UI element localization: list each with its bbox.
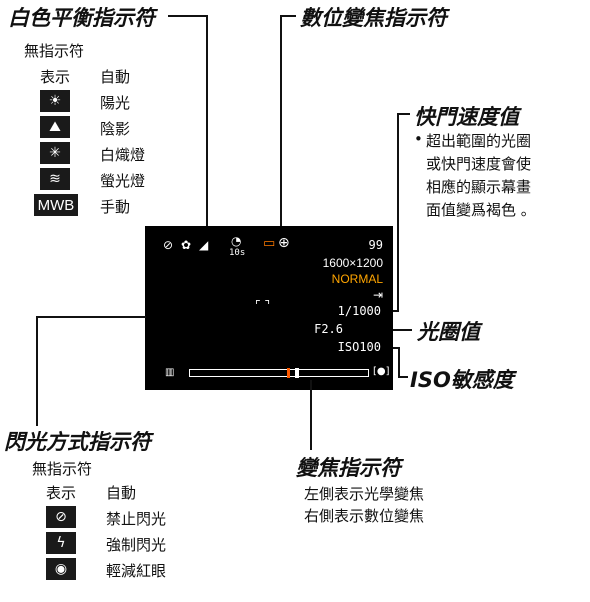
shutter-speed-heading: 快門速度值 bbox=[414, 105, 519, 129]
wb-tungsten-label: 白熾燈 bbox=[100, 146, 146, 164]
dz-leader-h bbox=[280, 15, 296, 17]
wb-daylight-label: 陽光 bbox=[100, 94, 131, 112]
aperture-value: F2.6 bbox=[314, 322, 343, 336]
shutter-note-line-2: 或快門速度會使 bbox=[426, 155, 532, 173]
tungsten-bulb-icon: ✳ bbox=[40, 142, 70, 164]
wide-icon: ▥ bbox=[165, 367, 175, 378]
wb-leader-h bbox=[168, 15, 207, 17]
red-eye-icon: ◉ bbox=[46, 558, 76, 580]
memory-icon: ▭ bbox=[263, 236, 276, 251]
iso-heading: ISO敏感度 bbox=[410, 368, 514, 392]
zoom-indicator-heading: 變焦指示符 bbox=[296, 456, 401, 480]
flash-on-icon: ϟ bbox=[46, 532, 76, 554]
flash-on-label: 強制閃光 bbox=[106, 536, 167, 554]
flash-leader-h bbox=[36, 316, 146, 318]
shutter-note-line-3: 相應的顯示幕畫 bbox=[426, 178, 532, 196]
date-stamp-icon: ⇥ bbox=[372, 288, 383, 302]
wb-manual-label: 手動 bbox=[100, 198, 131, 216]
flash-off-label: 禁止閃光 bbox=[106, 510, 167, 528]
shots-remaining: 99 bbox=[368, 238, 383, 252]
shade-icon: ⛰ bbox=[40, 116, 70, 138]
flash-auto-label: 自動 bbox=[106, 484, 137, 502]
wb-shade-label: 陰影 bbox=[100, 120, 131, 138]
fluorescent-icon: ≋ bbox=[40, 168, 70, 190]
focus-frame-icon: ⌜ ⌝ bbox=[255, 298, 271, 312]
aperture-leader bbox=[376, 329, 412, 331]
zoom-bar bbox=[189, 369, 369, 377]
self-timer-icon: ◔ bbox=[231, 234, 242, 248]
flash-display-label: 表示 bbox=[46, 484, 77, 502]
digital-zoom-icon: ⊕ bbox=[278, 235, 290, 251]
zoom-indicator-line-1: 左側表示光學變焦 bbox=[304, 485, 425, 503]
zoom-leader-v bbox=[310, 380, 312, 450]
zoom-indicator-line-2: 右側表示數位變焦 bbox=[304, 507, 425, 525]
iso-leader-h2 bbox=[398, 376, 408, 378]
flash-off-icon: ⊘ bbox=[163, 238, 174, 252]
flash-off-icon: ⊘ bbox=[46, 506, 76, 528]
mwb-icon: MWB bbox=[34, 194, 78, 216]
shutter-speed-value: 1/1000 bbox=[337, 304, 381, 318]
wb-no-indicator: 無指示符 bbox=[24, 42, 85, 60]
iso-leader-v bbox=[398, 347, 400, 377]
sun-icon: ☀ bbox=[40, 90, 70, 112]
shutter-leader-v bbox=[397, 113, 399, 311]
tele-icon: [●] bbox=[373, 366, 390, 377]
quality: NORMAL bbox=[331, 272, 383, 286]
resolution: 1600×1200 bbox=[322, 256, 383, 270]
wb-display-label: 表示 bbox=[40, 68, 71, 86]
aperture-heading: 光圈值 bbox=[417, 320, 480, 344]
iso-value: ISO100 bbox=[337, 340, 381, 354]
flash-mode-heading: 閃光方式指示符 bbox=[4, 430, 151, 454]
dz-leader-v bbox=[280, 15, 282, 233]
wb-auto-label: 自動 bbox=[100, 68, 131, 86]
shutter-bullet: • bbox=[414, 130, 423, 148]
shutter-note-line-1: 超出範圍的光圈 bbox=[426, 132, 532, 150]
wb-leader-v bbox=[206, 15, 208, 233]
shutter-leader-h bbox=[398, 113, 410, 115]
red-eye-label: 輕減紅眼 bbox=[106, 562, 167, 580]
zoom-bar-position bbox=[295, 368, 299, 378]
macro-icon: ✿ bbox=[181, 238, 192, 252]
white-balance-heading: 白色平衡指示符 bbox=[8, 6, 155, 30]
camera-lcd-screen: ⊘ ✿ ◢ ◔ 10s ▭ ⊕ 99 1600×1200 NORMAL ⇥ ⌜ … bbox=[145, 226, 393, 390]
zoom-bar-orange-marker bbox=[287, 368, 290, 378]
self-timer-label: 10s bbox=[229, 248, 246, 258]
flash-leader-v bbox=[36, 316, 38, 426]
wb-fluorescent-label: 螢光燈 bbox=[100, 172, 146, 190]
digital-zoom-heading: 數位變焦指示符 bbox=[300, 6, 447, 30]
flash-no-indicator: 無指示符 bbox=[32, 460, 93, 478]
white-balance-icon: ◢ bbox=[199, 238, 209, 252]
shutter-note-line-4: 面值變爲褐色 。 bbox=[426, 201, 536, 219]
